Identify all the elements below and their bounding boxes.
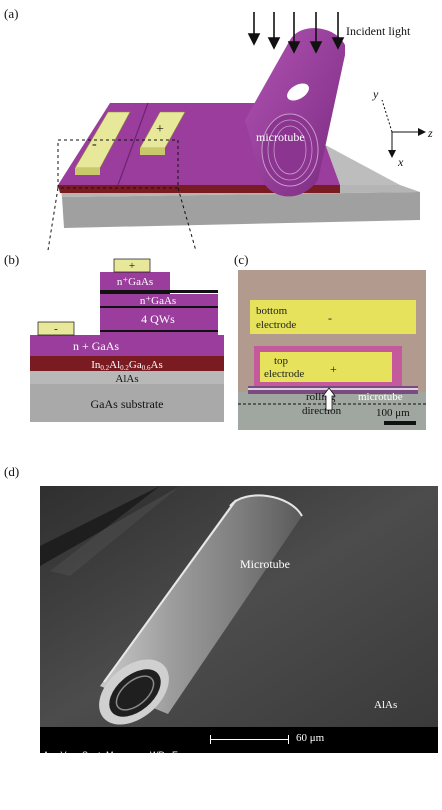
scale-label-c: 100 μm [376,407,410,419]
layer-n-gaas [30,335,224,356]
axis-x-label: x [397,155,404,169]
layer-top-n-gaas [100,272,170,290]
layer-alas-label: AlAs [115,373,138,385]
microtube-strip [248,386,418,394]
sem-spot-value: 3.0 [82,780,95,790]
zoom-line-left [47,187,59,250]
layer-ingaas [30,356,224,371]
layer-qws [100,308,218,330]
rolling-arrow [322,387,336,411]
electrode-minus-label: - [92,137,97,152]
layer-substrate [30,384,224,422]
electrode-plus-side [140,148,165,155]
panel-b-layer-stack: GaAs substrate AlAs In0.2Al0.2Ga0.6As n … [30,258,224,422]
rolling-direction-label-2: direction [302,405,342,417]
sem-crack [40,486,180,566]
sem-scale-label: 60 μm [296,732,325,744]
incident-light-arrows [247,12,345,54]
top-electrode-c [260,352,392,382]
layer-n-gaas-label: n + GaAs [73,339,119,353]
incident-light-label: Incident light [346,24,411,38]
layer-mid-n-gaas [100,294,218,306]
electrode-plus-label: + [156,122,164,137]
sem-exp-label: Exp [172,750,188,760]
sem-spot-label: Spot [82,750,101,760]
layer-top-n-gaas-label: n⁺GaAs [117,276,153,288]
panel-d-sem-image: Microtube AlAs [40,486,438,727]
zoom-line-right [177,187,197,250]
top-electrode-c-label-2: electrode [264,368,304,380]
sem-magn-value: 2640x [106,780,131,790]
electrode-minus-side [75,168,100,175]
zoom-box [57,139,179,189]
sem-wd-value: 6.2 [150,780,163,790]
panel-label-b: (b) [4,252,20,267]
panel-a-device-schematic: Incident light - + microtube y z x [47,12,433,250]
sem-exp-value: 0 [172,780,178,790]
panel-label-a: (a) [4,6,19,21]
scale-bar-c [384,421,416,425]
microtube-ring-2 [273,125,307,175]
axis-y-label: y [372,87,379,101]
sem-microtube-label: Microtube [240,557,290,571]
sem-acc-value: 15.0 kV [43,780,74,790]
panel-label-c: (c) [234,252,249,267]
top-electrode-c-label-1: top [274,355,289,367]
sem-tube-edge [103,499,237,683]
axis-z-label: z [427,126,433,140]
coordinate-axes [381,99,426,158]
sem-acc-label: Acc.V [43,750,67,760]
sem-info-bar: Acc.V 15.0 kV Spot 3.0 Magn 2640x WD 6.2… [40,727,438,790]
bottom-electrode-c-label-1: bottom [256,305,288,317]
bottom-electrode-c-sign: - [328,311,332,325]
microtube-label-a: microtube [256,130,305,144]
sem-tube-body [100,495,302,714]
layer-alas [30,371,224,384]
microtube-end [261,113,319,187]
bottom-electrode-c-label-2: electrode [256,319,296,331]
microtube-label-c: microtube [358,391,403,403]
layer-mid-n-gaas-label: n⁺GaAs [140,295,176,307]
sem-alas-label: AlAs [374,699,397,711]
layer-gap [100,332,218,335]
substrate-front [62,192,420,228]
layer-substrate-label: GaAs substrate [91,397,164,411]
microtube-ring-1 [267,119,313,181]
bottom-electrode-b-label: - [54,323,58,335]
microtube-hole [287,83,309,101]
layer-ingaas-label: In0.2Al0.2Ga0.6As [91,359,162,372]
bottom-electrode-c [250,300,416,334]
sem-wd-label: WD [150,750,165,760]
top-electrode-b [113,258,151,273]
bottom-electrode-b [37,321,75,336]
sem-scale-bar [210,739,288,740]
sem-magn-label: Magn [106,750,129,760]
trench-line [117,102,149,186]
top-electrode-b-label: + [129,260,135,272]
panel-c-optical-micrograph: bottom electrode - top electrode + micro… [238,270,426,430]
layer-qws-label: 4 QWs [141,312,175,326]
sem-tube-opening [109,669,161,717]
top-electrode-c-sign: + [330,362,337,376]
panel-label-d: (d) [4,464,20,479]
